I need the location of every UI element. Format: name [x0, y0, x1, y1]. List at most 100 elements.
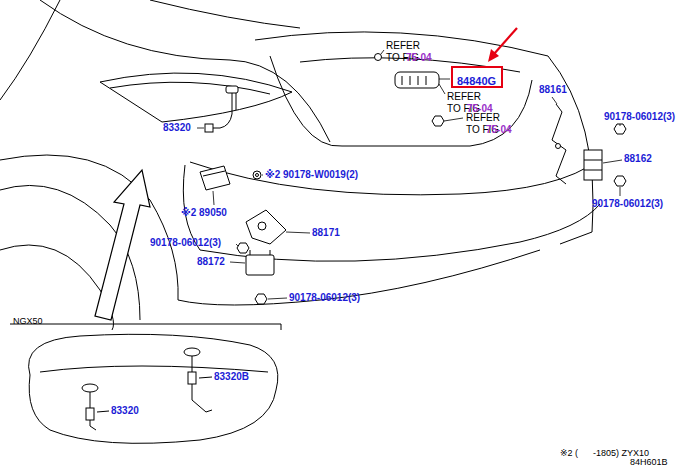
fuel-tank-inset — [29, 334, 278, 443]
view-arrow — [95, 170, 150, 320]
fuel-tank-inset — [199, 377, 212, 378]
bracket-88162 — [584, 160, 602, 161]
body-outline — [0, 0, 600, 330]
body-outline — [100, 73, 292, 122]
fuel-tank-inset — [29, 334, 278, 443]
bracket-88162 — [584, 170, 602, 171]
sensor-88172 — [270, 250, 271, 255]
module-89050 — [200, 166, 230, 190]
bolt-w0019 — [253, 171, 261, 179]
body-outline — [0, 0, 60, 100]
body-outline — [200, 204, 600, 261]
bracket-88171 — [246, 210, 286, 244]
callout-number: 83320 — [111, 405, 139, 417]
bracket-88171 — [246, 210, 286, 244]
body-outline — [0, 245, 114, 330]
callout-number: 90178-06012(3) — [289, 292, 360, 304]
fuel-sender-83320 — [212, 90, 232, 128]
bracket-88161 — [552, 104, 566, 184]
callout-number: 88172 — [197, 256, 225, 268]
leader-line — [236, 244, 238, 246]
figure-code: 84H601B — [630, 456, 668, 468]
body-outline — [150, 0, 300, 28]
body-outline — [110, 82, 270, 94]
part-number: 84840G — [457, 75, 496, 87]
bracket-88162 — [584, 150, 602, 180]
bracket-88161 — [556, 144, 561, 149]
callout-number: 90178-06012(3) — [150, 237, 221, 249]
leader-line — [268, 298, 287, 299]
switch-84840g — [395, 72, 439, 88]
callout-number: 88171 — [312, 227, 340, 239]
nut — [614, 124, 626, 134]
fuel-tank-inset — [82, 384, 98, 392]
fuel-sender-83320 — [226, 86, 238, 93]
switch-84840g — [418, 76, 419, 85]
leader-line — [439, 84, 445, 94]
body-outline — [190, 160, 598, 195]
fuel-sender-83320 — [205, 86, 238, 132]
leader-line — [620, 124, 621, 126]
callout-number: 90178-06012(3) — [604, 111, 675, 123]
fuel-tank-inset — [97, 411, 109, 412]
figure-number: 75-04 — [486, 124, 512, 136]
fuel-tank-inset — [86, 408, 94, 420]
fuel-tank-inset — [188, 372, 196, 384]
leader-line — [197, 128, 204, 129]
model-code: NGX50 — [13, 315, 43, 327]
callout-number: 88161 — [539, 84, 567, 96]
switch-84840g — [402, 76, 403, 85]
leader-line — [230, 262, 245, 263]
highlight-arrow — [494, 28, 517, 54]
figure-number: 75-04 — [406, 52, 432, 64]
bolt-w0019 — [253, 171, 261, 179]
leader-line — [620, 187, 621, 196]
fuel-tank-inset — [184, 348, 200, 356]
highlight-arrow — [488, 49, 499, 62]
inset-bracket — [10, 310, 282, 462]
leader-line — [444, 118, 463, 121]
module-89050 — [203, 171, 225, 176]
bolt-w0019 — [256, 174, 259, 177]
callout-number: ※2 89050 — [181, 207, 227, 219]
switch-84840g — [426, 76, 427, 85]
body-outline — [0, 155, 178, 300]
switch-84840g — [375, 54, 382, 61]
callout-number: 88162 — [624, 153, 652, 165]
body-outline — [40, 0, 330, 142]
inset-bracket-line — [10, 324, 281, 330]
view-arrow — [95, 170, 150, 320]
body-outline — [178, 250, 540, 305]
leader-line — [439, 79, 450, 80]
module-89050 — [200, 166, 230, 190]
callout-number: 90178-06012(3) — [592, 198, 663, 210]
sensor-88172 — [250, 250, 251, 255]
highlight-box: 84840G — [451, 66, 503, 88]
fuel-sender-83320 — [236, 93, 237, 110]
leader-line — [213, 191, 214, 205]
nut — [237, 243, 249, 253]
sensor-88172 — [246, 255, 274, 275]
nut — [432, 116, 444, 126]
callout-number: 83320B — [214, 371, 249, 383]
nut — [237, 116, 626, 304]
nut — [255, 294, 267, 304]
leader-line — [552, 97, 557, 104]
switch-84840g — [410, 76, 411, 85]
nut — [614, 176, 626, 186]
leader-line — [286, 232, 310, 233]
inset-panel: NGX50 — [10, 310, 282, 462]
bracket-88161 — [552, 104, 566, 184]
callout-number: ※2 90178-W0019(2) — [265, 169, 358, 181]
leader-line — [197, 50, 622, 299]
fuel-sender-83320 — [205, 124, 213, 132]
highlight-arrow — [488, 28, 517, 62]
body-outline — [270, 56, 532, 146]
sensor-88172 — [246, 250, 274, 275]
leader-line — [603, 160, 622, 163]
leader-line — [381, 50, 384, 54]
bracket-88171 — [258, 222, 266, 230]
